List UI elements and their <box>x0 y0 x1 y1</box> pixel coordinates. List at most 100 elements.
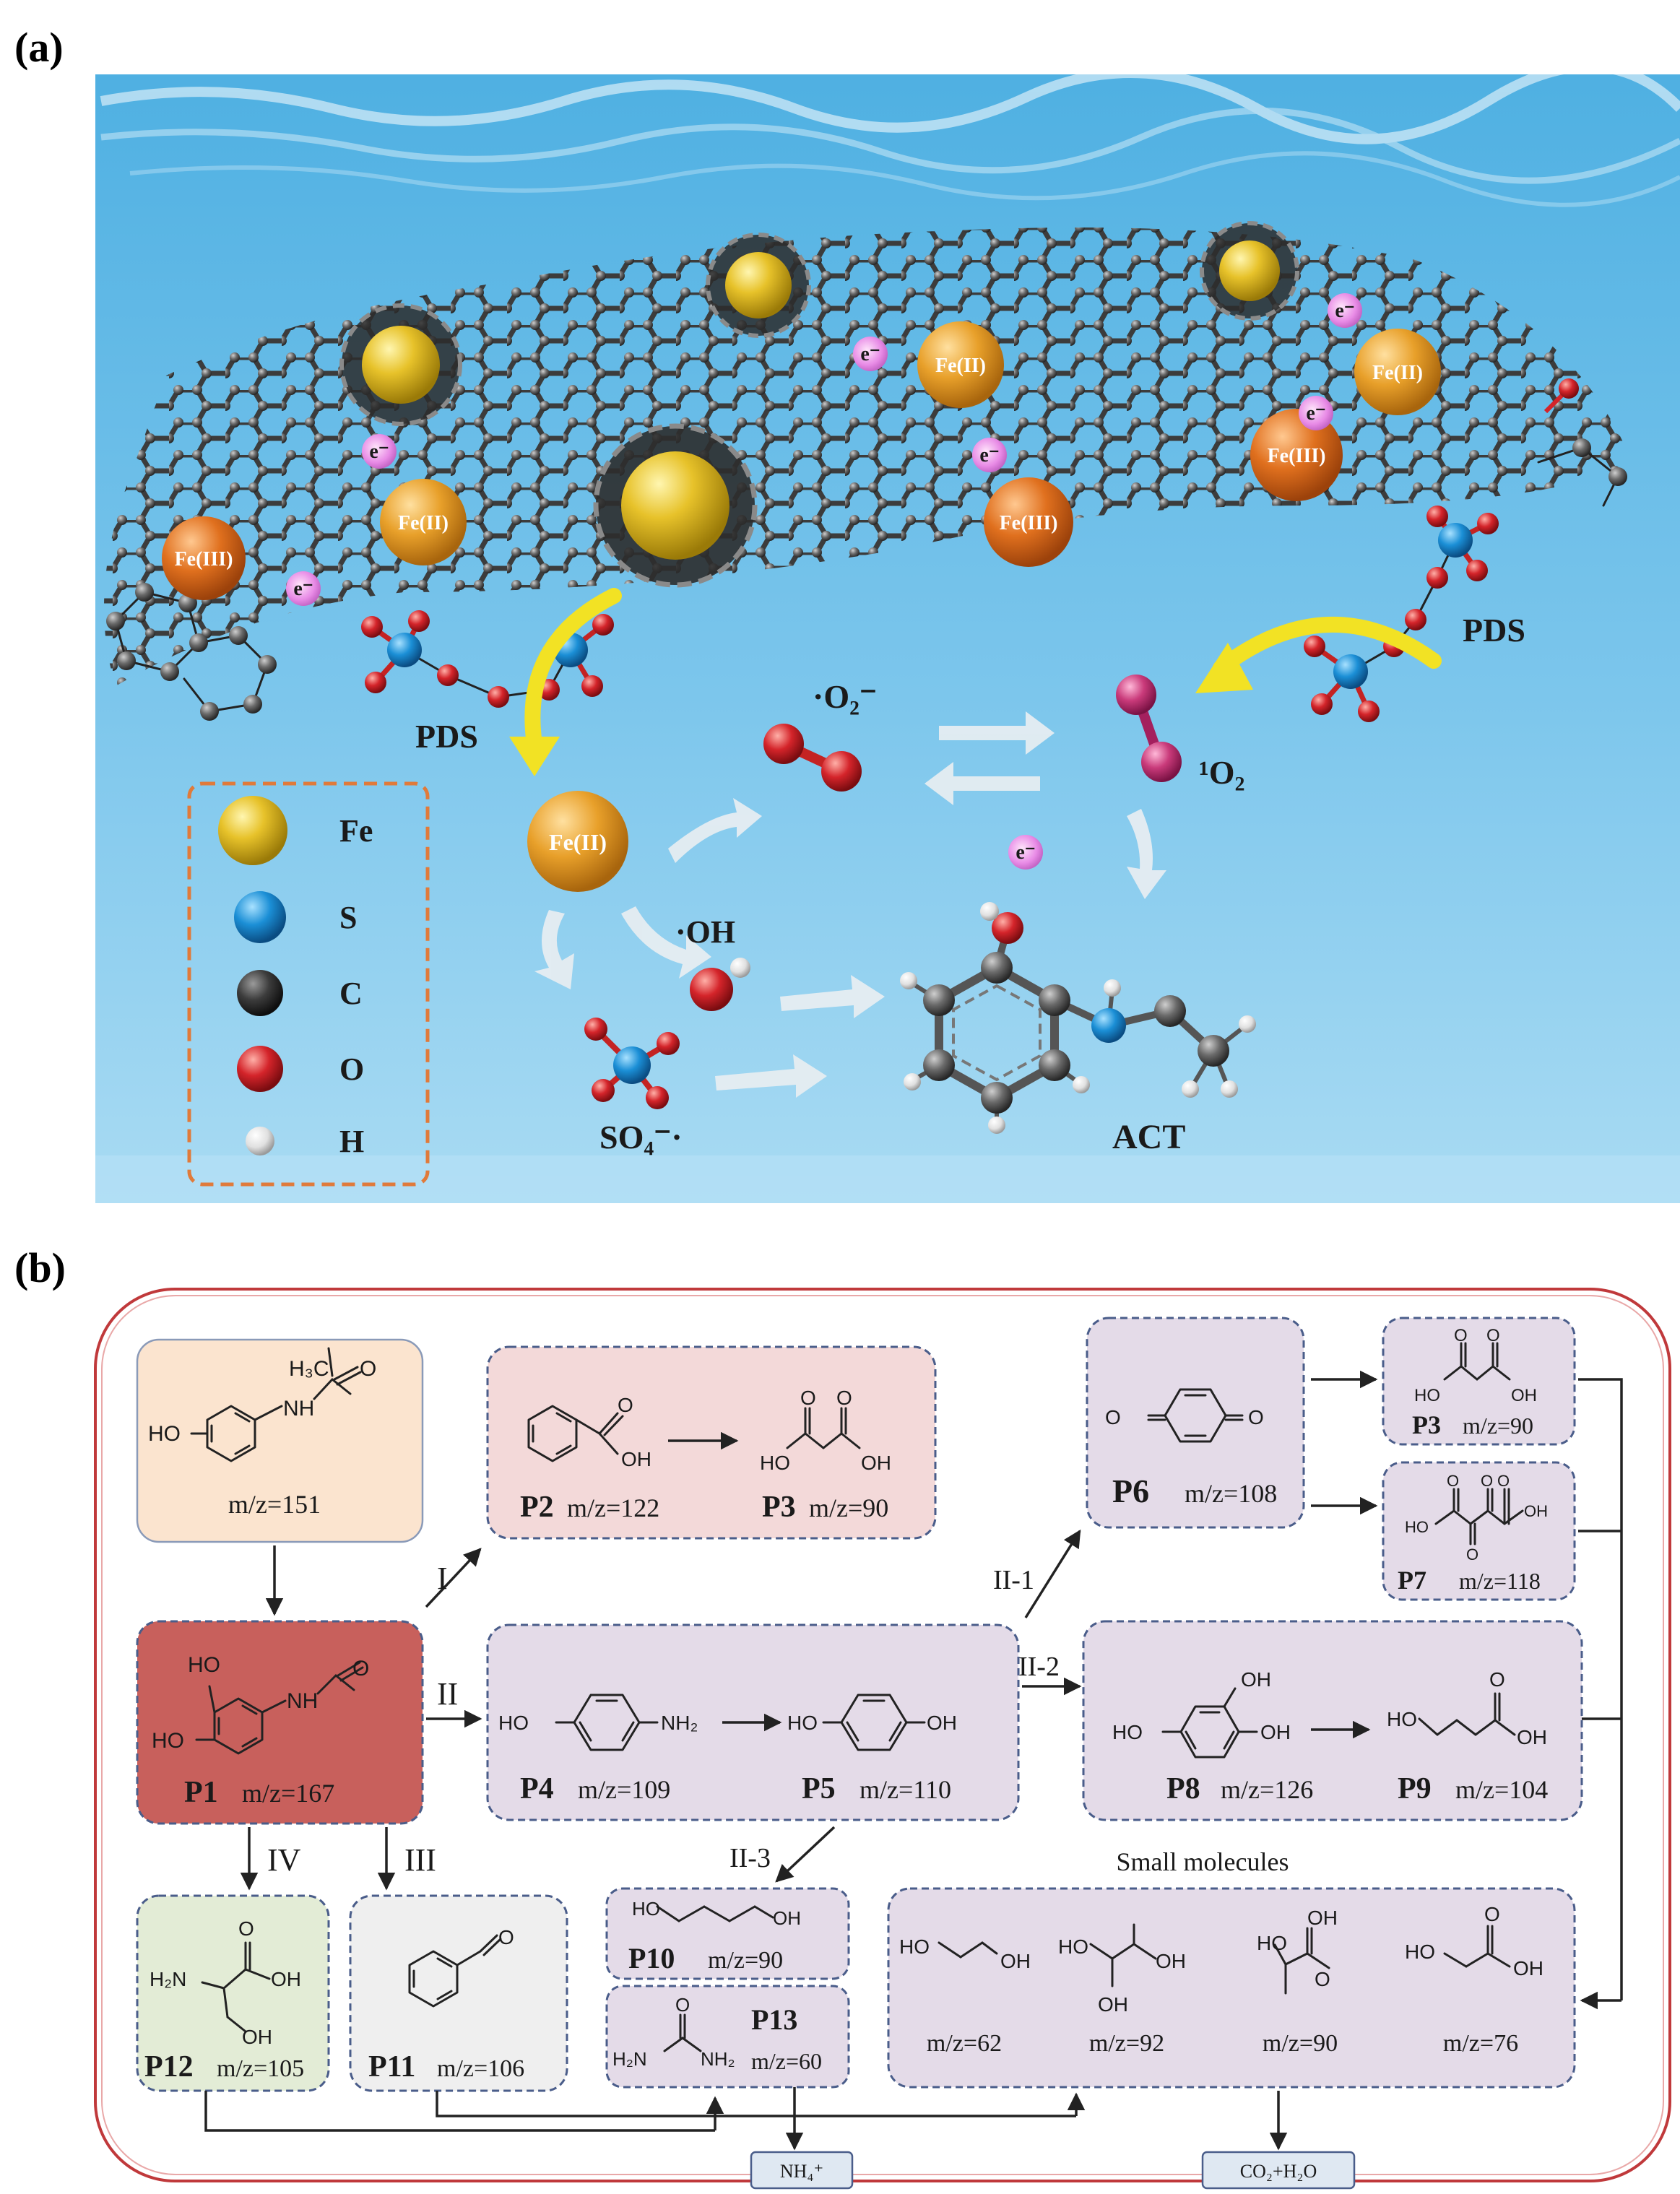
svg-text:e⁻: e⁻ <box>1335 300 1354 322</box>
svg-text:O: O <box>1454 1326 1468 1345</box>
svg-text:m/z=126: m/z=126 <box>1221 1775 1313 1804</box>
svg-text:H₃C: H₃C <box>289 1357 329 1381</box>
svg-text:e⁻: e⁻ <box>979 444 999 467</box>
pds-label-right: PDS <box>1463 612 1525 649</box>
svg-text:O: O <box>800 1387 816 1409</box>
svg-text:NH₂: NH₂ <box>701 2048 735 2070</box>
svg-text:OH: OH <box>242 2026 272 2048</box>
svg-text:O: O <box>238 1917 254 1940</box>
svg-text:HO: HO <box>1414 1386 1440 1405</box>
svg-text:P1: P1 <box>184 1776 218 1809</box>
electron-7: e⁻ <box>1008 835 1043 870</box>
svg-text:O: O <box>498 1926 514 1948</box>
svg-text:Fe(II): Fe(II) <box>935 355 986 377</box>
legend-fe: Fe <box>339 813 373 849</box>
outer-border <box>94 1288 1671 2182</box>
svg-text:m/z=104: m/z=104 <box>1455 1775 1548 1804</box>
svg-text:HO: HO <box>1405 1518 1429 1536</box>
svg-text:O: O <box>1248 1406 1264 1428</box>
svg-text:m/z=90: m/z=90 <box>708 1947 783 1974</box>
svg-text:m/z=167: m/z=167 <box>242 1779 334 1808</box>
svg-text:H₂N: H₂N <box>150 1968 186 1990</box>
svg-text:OH: OH <box>1511 1386 1537 1405</box>
svg-text:m/z=110: m/z=110 <box>860 1775 951 1804</box>
sulfate-radical: SO₄⁻· <box>584 1018 683 1155</box>
svg-text:m/z=62: m/z=62 <box>927 2030 1002 2057</box>
svg-text:OH: OH <box>1241 1668 1271 1691</box>
yellow-activation-arrows <box>509 588 1442 776</box>
svg-text:O: O <box>1466 1545 1478 1564</box>
panel-a-illustration: Fe(III) Fe(II) Fe(II) Fe(III) Fe(II) Fe(… <box>95 61 1680 1203</box>
small-molecules: Small molecules HO OH HO OH OH <box>887 1847 1576 2089</box>
svg-text:HO: HO <box>1387 1708 1417 1730</box>
svg-text:e⁻: e⁻ <box>860 343 880 365</box>
svg-text:H₂N: H₂N <box>612 2048 647 2070</box>
legend-h: H <box>339 1124 364 1159</box>
fe2-site-1: Fe(II) <box>380 479 467 565</box>
fullerene-cage-3 <box>1200 221 1299 321</box>
graphene-edge-rings <box>106 378 1627 721</box>
svg-text:O: O <box>675 1994 690 2016</box>
svg-text:m/z=90: m/z=90 <box>809 1493 888 1522</box>
electron-5: e⁻ <box>1328 293 1362 328</box>
svg-text:OH: OH <box>1307 1907 1338 1929</box>
fe2-site-3: Fe(II) <box>1354 329 1441 415</box>
panel-a-letter: (a) <box>14 24 64 71</box>
svg-text:SO₄⁻·: SO₄⁻· <box>599 1119 683 1155</box>
svg-text:m/z=109: m/z=109 <box>578 1775 670 1804</box>
act-molecule: ACT <box>900 902 1256 1156</box>
svg-text:O: O <box>352 1657 369 1681</box>
reaction-arrows <box>534 711 1166 1098</box>
water-surface-ripples <box>100 61 1680 207</box>
svg-text:HO: HO <box>148 1422 181 1446</box>
product-P10: HO OH P10 m/z=90 <box>605 1887 850 1980</box>
fullerene-cage-1 <box>339 303 462 426</box>
fe-sites: Fe(III) Fe(II) Fe(II) Fe(III) Fe(II) Fe(… <box>162 321 1441 600</box>
svg-text:O: O <box>1497 1472 1510 1490</box>
pathway-II-1: II-1 <box>993 1565 1034 1595</box>
svg-text:P11: P11 <box>368 2050 415 2084</box>
pds-molecule-right: PDS <box>1304 506 1525 722</box>
svg-text:P7: P7 <box>1398 1566 1426 1595</box>
pds-label-left: PDS <box>415 718 478 755</box>
svg-text:NH₂: NH₂ <box>661 1712 698 1734</box>
svg-text:P10: P10 <box>628 1942 675 1974</box>
pathway-II: II <box>437 1676 458 1712</box>
svg-text:Fe(II): Fe(II) <box>1372 362 1423 384</box>
atom-legend: Fe S C O H <box>187 781 430 1187</box>
svg-text:HO: HO <box>152 1729 184 1753</box>
svg-text:Fe(III): Fe(III) <box>175 548 233 571</box>
svg-text:HO: HO <box>1257 1932 1287 1954</box>
svg-text:OH: OH <box>1517 1726 1547 1748</box>
svg-text:m/z=106: m/z=106 <box>437 2055 524 2082</box>
svg-text:HO: HO <box>899 1935 930 1958</box>
legend-s: S <box>339 900 357 935</box>
electrons: e⁻ e⁻ e⁻ e⁻ e⁻ e⁻ e⁻ <box>286 293 1362 870</box>
svg-text:m/z=90: m/z=90 <box>1263 2030 1338 2057</box>
svg-text:e⁻: e⁻ <box>369 441 389 463</box>
svg-text:O: O <box>1105 1406 1121 1428</box>
svg-text:ACT: ACT <box>1112 1118 1185 1156</box>
electron-6: e⁻ <box>1299 396 1333 430</box>
svg-text:P9: P9 <box>1398 1772 1432 1805</box>
small-molecules-title: Small molecules <box>1117 1847 1289 1876</box>
svg-text:Fe(III): Fe(III) <box>1000 512 1058 534</box>
svg-text:m/z=60: m/z=60 <box>751 2048 822 2074</box>
svg-text:HO: HO <box>787 1712 818 1734</box>
product-P8-P9: HO OH OH HO O OH P8 m/z=126 P9 m/z=104 <box>1082 1620 1583 1821</box>
svg-text:·O₂⁻: ·O₂⁻ <box>813 678 877 715</box>
svg-text:CO₂+H₂O: CO₂+H₂O <box>1240 2161 1317 2182</box>
svg-text:m/z=92: m/z=92 <box>1089 2030 1164 2057</box>
svg-text:Fe(II): Fe(II) <box>398 512 449 534</box>
fe3-site-2: Fe(III) <box>984 477 1073 567</box>
svg-text:P2: P2 <box>520 1491 554 1524</box>
svg-text:m/z=105: m/z=105 <box>217 2055 304 2082</box>
pathway-IV: IV <box>267 1842 301 1878</box>
electron-3: e⁻ <box>853 337 888 371</box>
product-P13: O H₂N NH₂ P13 m/z=60 <box>605 1985 850 2089</box>
svg-text:HO: HO <box>760 1452 790 1474</box>
fullerene-cage-2 <box>706 233 811 338</box>
svg-text:OH: OH <box>861 1452 891 1474</box>
svg-text:P5: P5 <box>802 1772 836 1805</box>
svg-text:NH₄⁺: NH₄⁺ <box>780 2161 823 2182</box>
